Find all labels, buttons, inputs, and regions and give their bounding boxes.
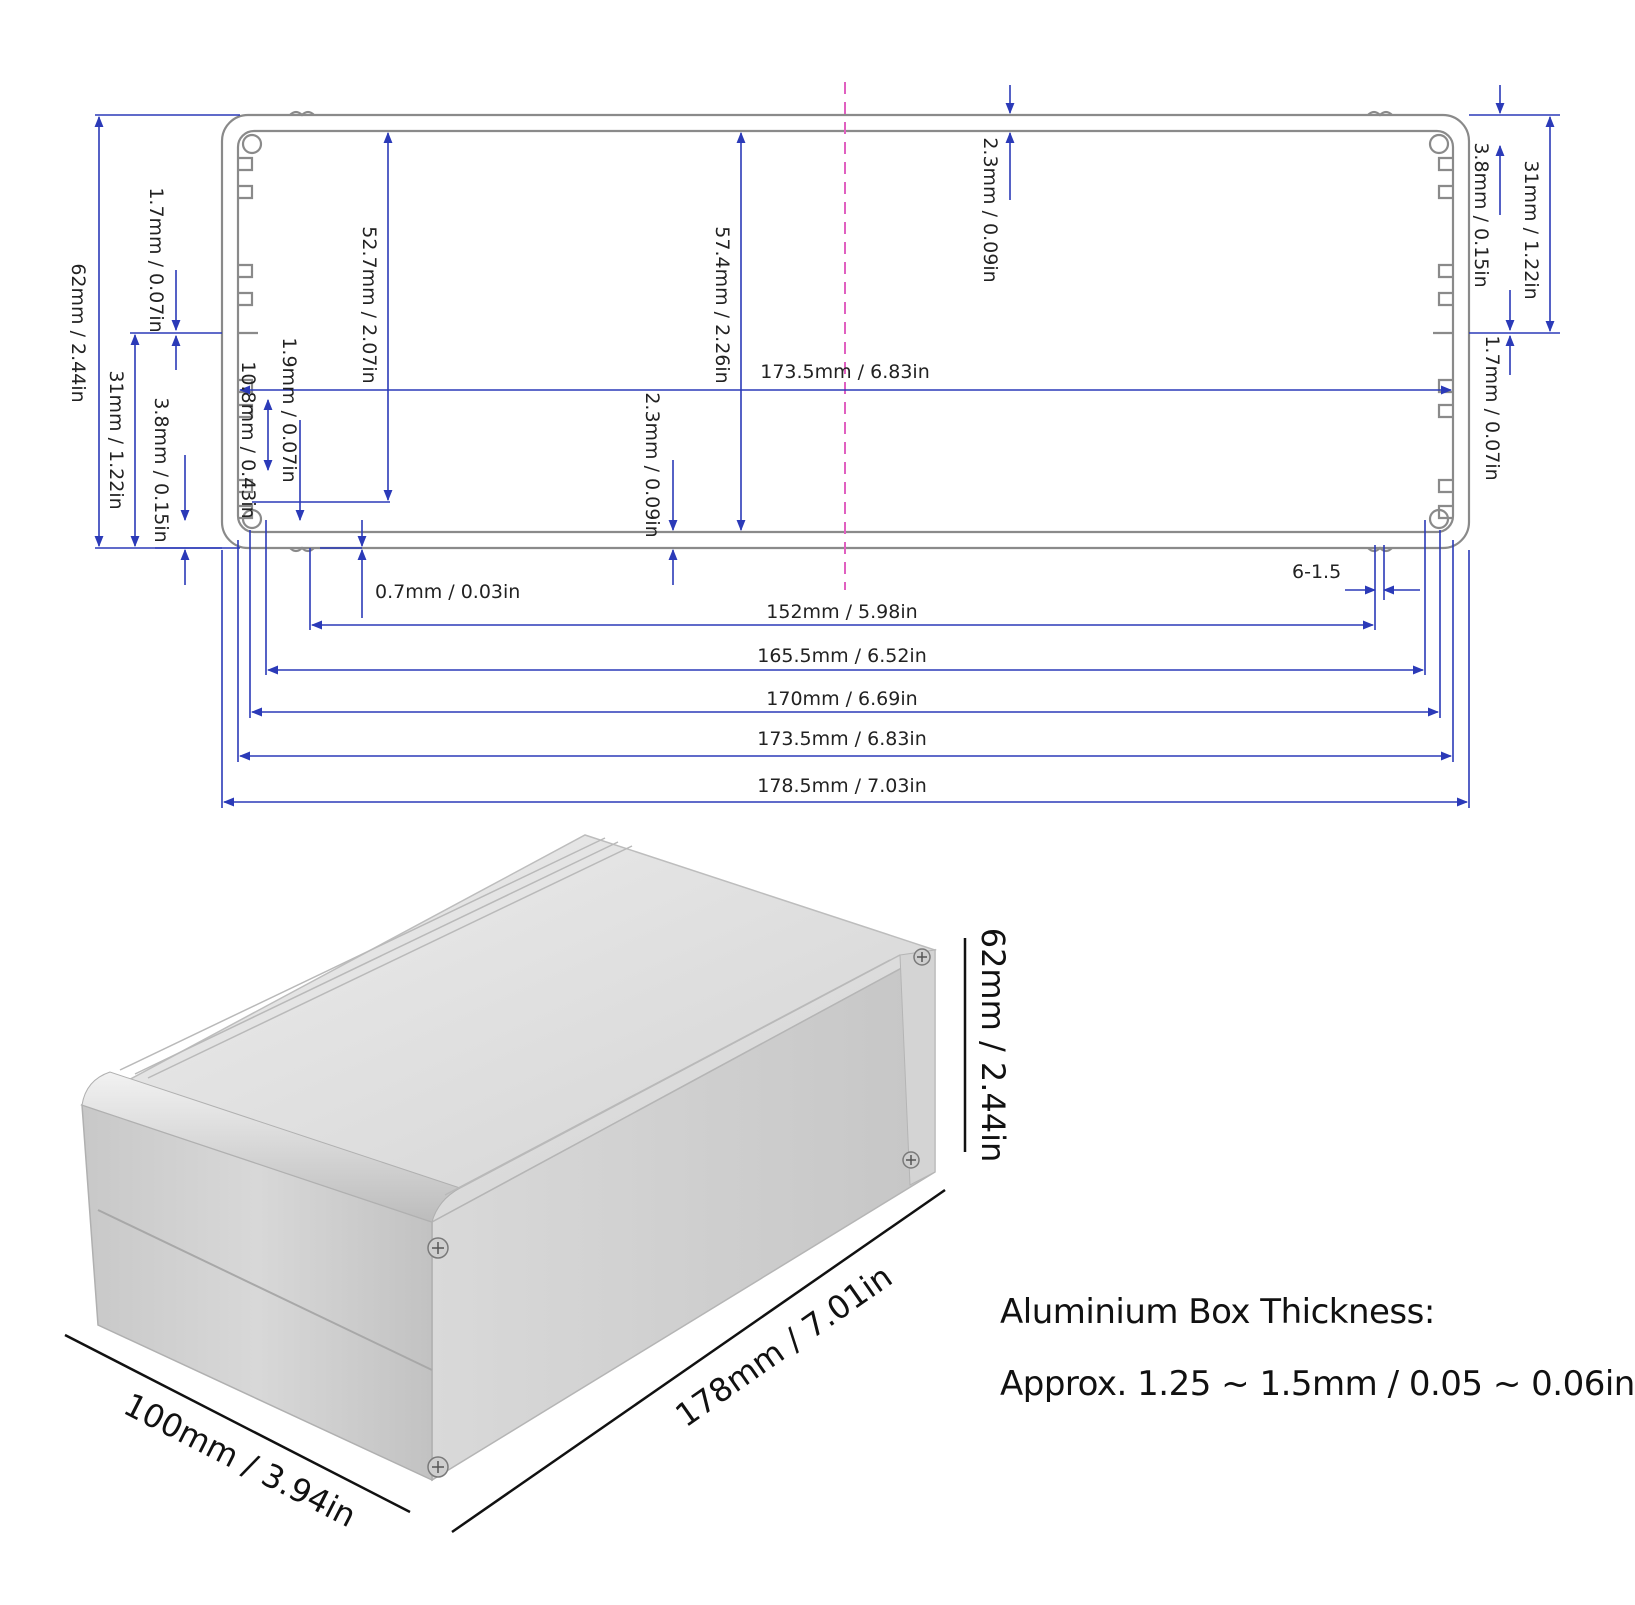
dim-label-inner-57: 57.4mm / 2.26in [711, 226, 733, 383]
dim-label-slot-left-lower: 3.8mm / 0.15in [150, 397, 172, 542]
aluminium-box-3d [80, 834, 937, 1482]
dim-label-inner-width: 173.5mm / 6.83in [760, 361, 930, 383]
dim-label-half-height-left: 31mm / 1.22in [105, 370, 127, 509]
drawing-canvas: 62mm / 2.44in 31mm / 1.22in 1.7mm / 0.07… [64, 82, 1560, 1535]
box-height-label: 62mm / 2.44in [974, 928, 1012, 1163]
dim-label-wall-mid: 2.3mm / 0.09in [641, 392, 663, 537]
box-dimension-lines [64, 938, 967, 1534]
thickness-note-value: Approx. 1.25 ~ 1.5mm / 0.05 ~ 0.06in [1000, 1364, 1635, 1404]
thickness-note-title: Aluminium Box Thickness: [1000, 1292, 1435, 1332]
dim-label-w178: 178.5mm / 7.03in [757, 775, 927, 797]
dim-label-half-height-right: 31mm / 1.22in [1520, 160, 1542, 299]
box-split-line [97, 1209, 433, 1371]
dim-label-height-total: 62mm / 2.44in [67, 263, 89, 402]
dim-label-inner-52: 52.7mm / 2.07in [358, 226, 380, 383]
dim-label-w170: 170mm / 6.69in [766, 688, 917, 710]
dim-label-inner-slot: 10.8mm / 0.43in [237, 361, 259, 518]
dim-label-groove: 0.7mm / 0.03in [375, 581, 520, 603]
enclosure-dimension-drawing: 62mm / 2.44in 31mm / 1.22in 1.7mm / 0.07… [64, 82, 1635, 1535]
dim-label-w152: 152mm / 5.98in [766, 601, 917, 623]
dim-label-slot-left-upper: 1.7mm / 0.07in [145, 187, 167, 332]
dim-label-slot-right-lower: 1.7mm / 0.07in [1481, 335, 1503, 480]
dim-label-wall-top: 2.3mm / 0.09in [979, 137, 1001, 282]
dim-label-w165: 165.5mm / 6.52in [757, 645, 927, 667]
profile-dimension-lines [94, 85, 1560, 808]
dim-label-slot-right-upper: 3.8mm / 0.15in [1470, 142, 1492, 287]
dim-label-holes: 6-1.5 [1292, 561, 1341, 583]
dim-label-w173: 173.5mm / 6.83in [757, 728, 927, 750]
dim-label-rib: 1.9mm / 0.07in [278, 337, 300, 482]
